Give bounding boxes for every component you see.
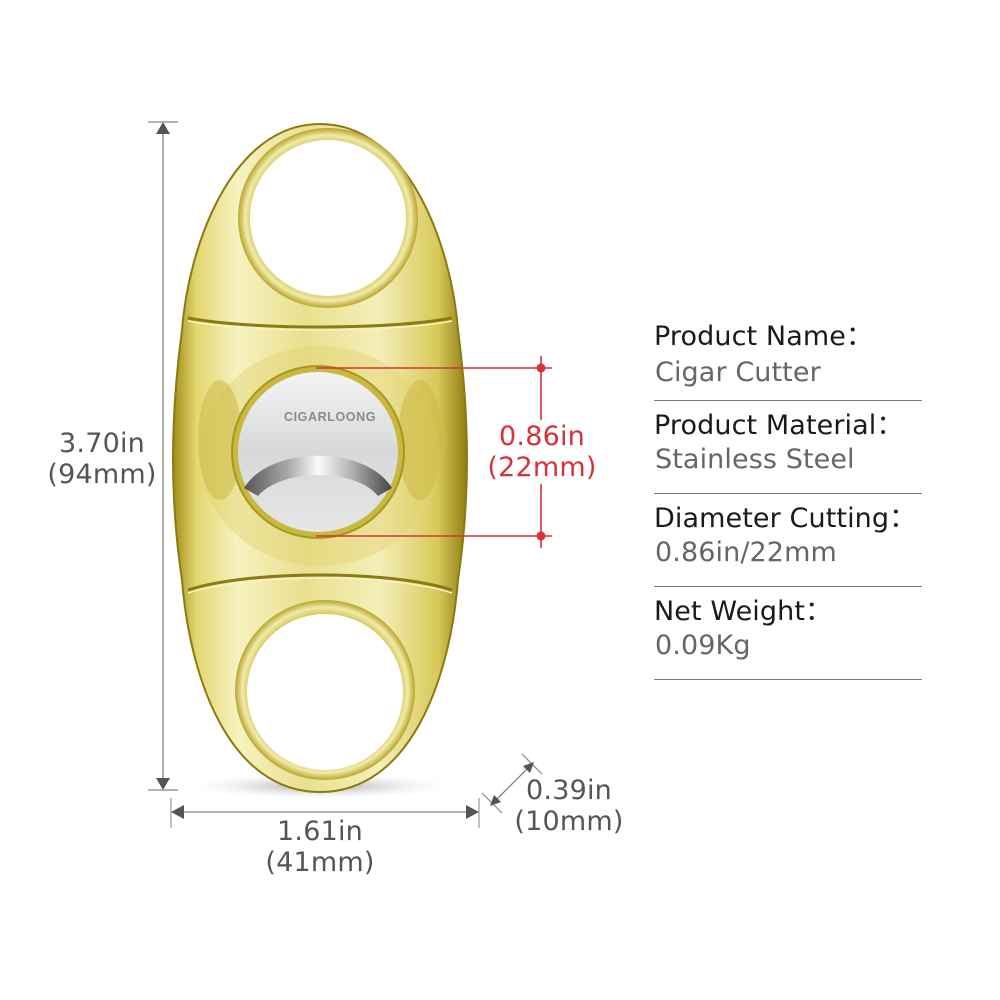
spec-item-product-name: Product Name： Cigar Cutter [654,314,922,401]
spec-value: 0.09Kg [655,630,751,661]
spec-item-diameter: Diameter Cutting： 0.86in/22mm [654,494,922,587]
spec-item-material: Product Material： Stainless Steel [654,401,922,494]
cut-diameter-mm: (22mm) [487,452,597,483]
height-mm: (94mm) [47,459,157,490]
top-finger-hole [238,128,418,308]
cut-diameter-label: 0.86in (22mm) [482,421,602,483]
thickness-inches: 0.39in [526,775,612,806]
width-inches: 1.61in [277,816,363,847]
spec-key: Diameter Cutting： [654,503,917,534]
thickness-dimension-line [481,753,543,814]
cut-diameter-dimension-line [316,356,552,548]
spec-value: 0.86in/22mm [655,537,837,568]
bottom-finger-hole [235,600,415,780]
spec-item-weight: Net Weight： 0.09Kg [654,587,922,680]
width-label: 1.61in (41mm) [255,816,385,878]
height-inches: 3.70in [59,428,145,459]
spec-key: Product Name： [654,321,874,352]
width-mm: (41mm) [265,847,375,878]
thickness-mm: (10mm) [514,806,624,837]
height-label: 3.70in (94mm) [40,428,164,490]
height-dimension-line [148,121,178,791]
brand-engraving: CIGARLOONG [284,410,376,424]
width-dimension-line [170,798,480,828]
spec-key: Net Weight： [654,596,833,627]
thickness-label: 0.39in (10mm) [508,775,630,837]
spec-key: Product Material： [654,410,904,441]
spec-value: Cigar Cutter [655,357,821,388]
cut-diameter-inches: 0.86in [499,421,585,452]
spec-value: Stainless Steel [655,444,855,475]
blade-disc: CIGARLOONG [231,365,405,539]
spec-panel: Product Name： Cigar Cutter Product Mater… [654,314,922,680]
